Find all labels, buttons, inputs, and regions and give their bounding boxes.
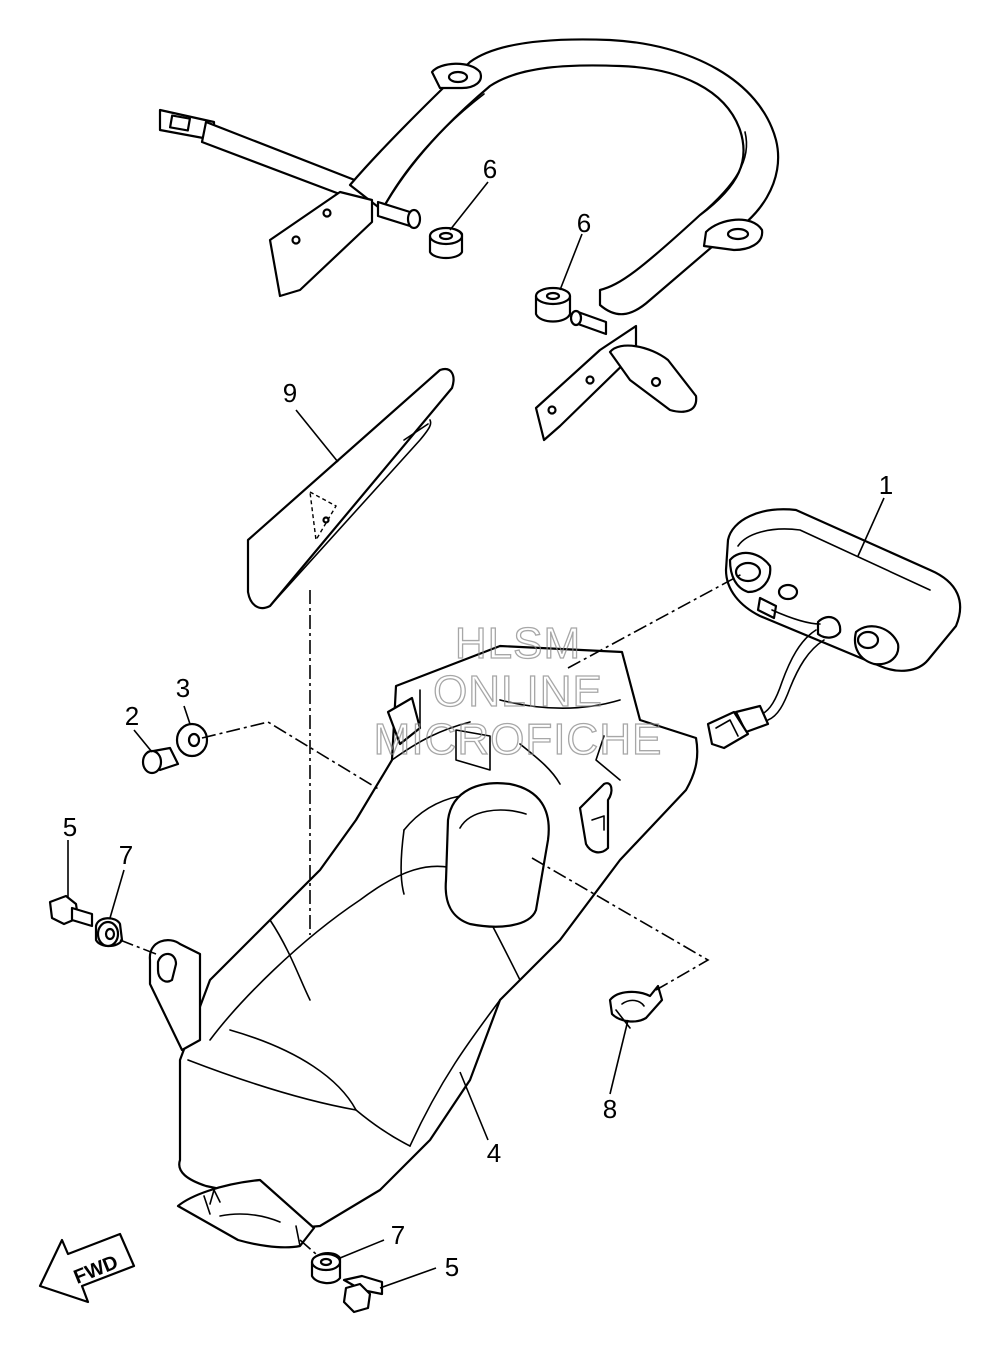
bolt-5-upper	[48, 894, 94, 928]
leader-lines	[67, 181, 885, 1289]
callout-2: 2	[125, 701, 139, 731]
watermark-line2: ONLINE	[433, 667, 603, 716]
callout-4: 4	[487, 1138, 501, 1168]
callout-8: 8	[603, 1094, 617, 1124]
callout-6-right: 6	[577, 208, 591, 238]
callout-1: 1	[879, 470, 893, 500]
callout-9: 9	[283, 378, 297, 408]
rear-fender	[148, 644, 699, 1249]
bolt-5-lower	[342, 1274, 384, 1314]
collar-7-lower	[310, 1252, 342, 1285]
callout-5-upper: 5	[63, 812, 77, 842]
tail-light	[706, 508, 962, 750]
fwd-arrow: FWD	[38, 1232, 136, 1304]
washer-3	[175, 722, 209, 758]
grab-bar	[158, 38, 780, 442]
plate-reflector	[246, 368, 455, 610]
watermark-line3: MICROFICHE	[374, 715, 663, 764]
watermark: HLSM ONLINE MICROFICHE	[373, 618, 663, 764]
callout-7-upper: 7	[119, 840, 133, 870]
callout-5-lower: 5	[445, 1252, 459, 1282]
watermark-line1: HLSM	[455, 619, 581, 668]
collar-7-upper	[94, 917, 124, 948]
bushing-right	[534, 286, 572, 323]
screw-2	[141, 746, 180, 775]
clamp-8	[608, 984, 664, 1029]
callout-3: 3	[176, 673, 190, 703]
callout-6-left: 6	[483, 154, 497, 184]
bushing-left	[428, 226, 464, 260]
callout-7-lower: 7	[391, 1220, 405, 1250]
